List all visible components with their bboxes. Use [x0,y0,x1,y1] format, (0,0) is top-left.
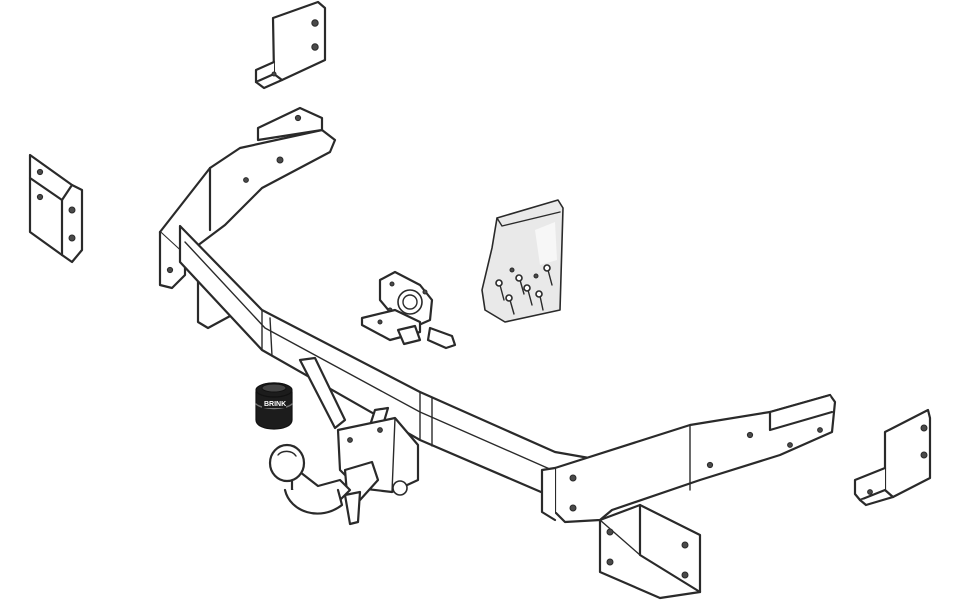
tow-ball-neck [268,356,420,526]
bracket-right [853,408,932,507]
bracket-left [28,153,84,264]
bolt-icon [495,264,553,315]
logo-text: BRINK [264,401,286,408]
electrical-socket-cover: BRINK [255,382,293,430]
socket-plate [360,270,457,350]
mounting-hardware-bag [481,199,564,323]
tow-bar-crossmember [158,106,837,524]
bracket-top [254,0,327,90]
bracket-bottom [598,503,702,600]
